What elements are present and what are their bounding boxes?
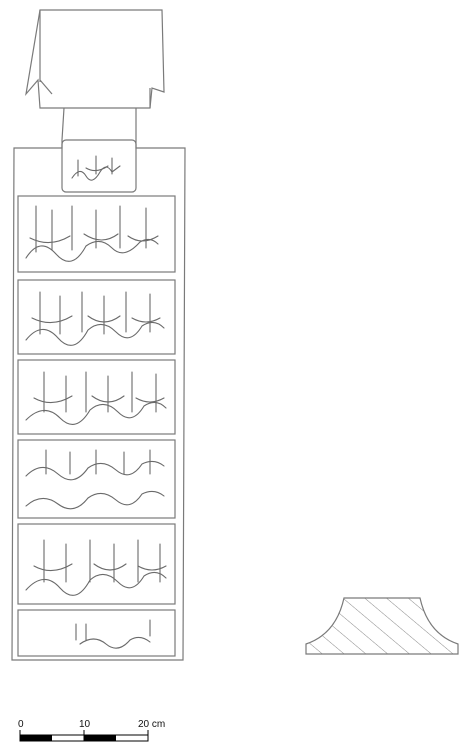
- inscription-panel-6: [17, 609, 176, 657]
- stone-neck: [61, 107, 137, 141]
- scale-label-10: 10: [79, 719, 91, 730]
- turban-headpiece: [25, 9, 165, 109]
- scale-bar: [19, 730, 149, 742]
- inscription-text-1: [25, 205, 159, 262]
- stone-body-outline: [11, 140, 186, 661]
- inscription-text-top: [71, 155, 121, 181]
- scale-label-20cm: 20 cm: [138, 719, 166, 730]
- inscription-text-2: [25, 291, 165, 346]
- inscription-panel-1: [17, 195, 176, 273]
- inscription-cartouche-top: [61, 139, 137, 193]
- inscription-panel-2: [17, 279, 176, 355]
- inscription-text-4: [25, 449, 165, 510]
- base-section-profile: [305, 597, 459, 655]
- inscription-text-6: [75, 619, 151, 649]
- scale-label-0: 0: [18, 719, 24, 730]
- inscription-text-5: [25, 539, 167, 596]
- inscription-panel-3: [17, 359, 176, 435]
- inscription-text-3: [25, 371, 167, 425]
- inscription-panel-4: [17, 439, 176, 519]
- inscription-panel-5: [17, 523, 176, 605]
